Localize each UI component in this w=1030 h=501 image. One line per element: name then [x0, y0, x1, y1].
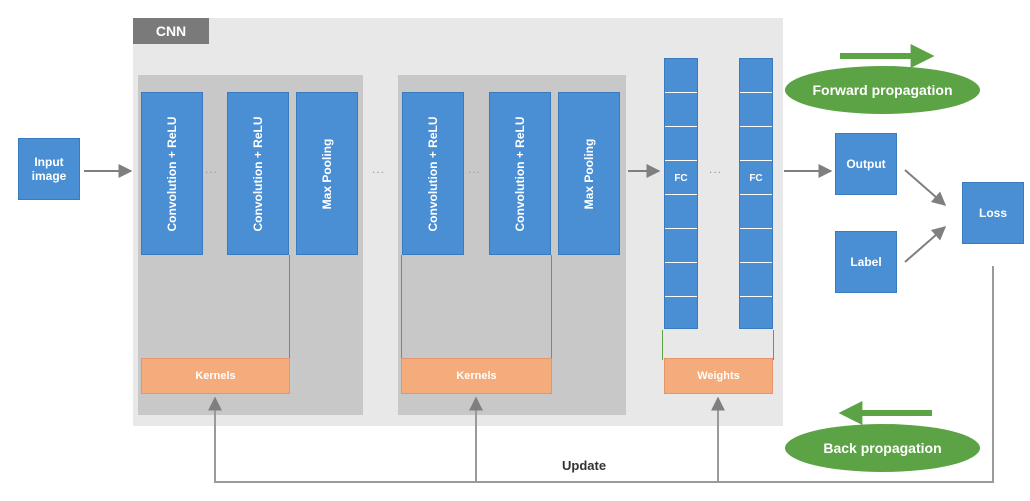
update-feedback-line — [208, 266, 994, 483]
conv-group-1-kernel-bracket — [141, 255, 290, 360]
ellipsis-1: ... — [205, 162, 219, 176]
update-label: Update — [562, 458, 607, 473]
fc-layer-2: FC — [739, 58, 773, 329]
loss-box: Loss — [962, 182, 1024, 244]
max-pooling-block-2: Max Pooling — [558, 92, 620, 255]
fc-label: FC — [749, 173, 763, 184]
conv-group-2-kernel-bracket — [401, 255, 552, 360]
ellipsis-between-groups: ... — [372, 162, 386, 176]
ellipsis-fc: ... — [709, 162, 723, 176]
back-propagation-ellipse: Back propagation — [785, 424, 980, 472]
arrow-label-to-loss — [904, 226, 947, 263]
conv-relu-block-1a: Convolution + ReLU — [141, 92, 203, 255]
kernels-box-1: Kernels — [141, 358, 290, 394]
weights-box: Weights — [664, 358, 773, 394]
forward-propagation-ellipse: Forward propagation — [785, 66, 980, 114]
conv-relu-block-2b: Convolution + ReLU — [489, 92, 551, 255]
conv-relu-block-1b: Convolution + ReLU — [227, 92, 289, 255]
label-box: Label — [835, 231, 897, 293]
input-image-box: Input image — [18, 138, 80, 200]
fc-label: FC — [674, 173, 688, 184]
cnn-label: CNN — [133, 18, 209, 44]
kernels-box-2: Kernels — [401, 358, 552, 394]
output-box: Output — [835, 133, 897, 195]
max-pooling-block-1: Max Pooling — [296, 92, 358, 255]
arrow-output-to-loss — [904, 169, 947, 206]
ellipsis-2: ... — [468, 162, 482, 176]
conv-relu-block-2a: Convolution + ReLU — [402, 92, 464, 255]
fc-panel — [662, 330, 774, 360]
fc-layer-1: FC — [664, 58, 698, 329]
